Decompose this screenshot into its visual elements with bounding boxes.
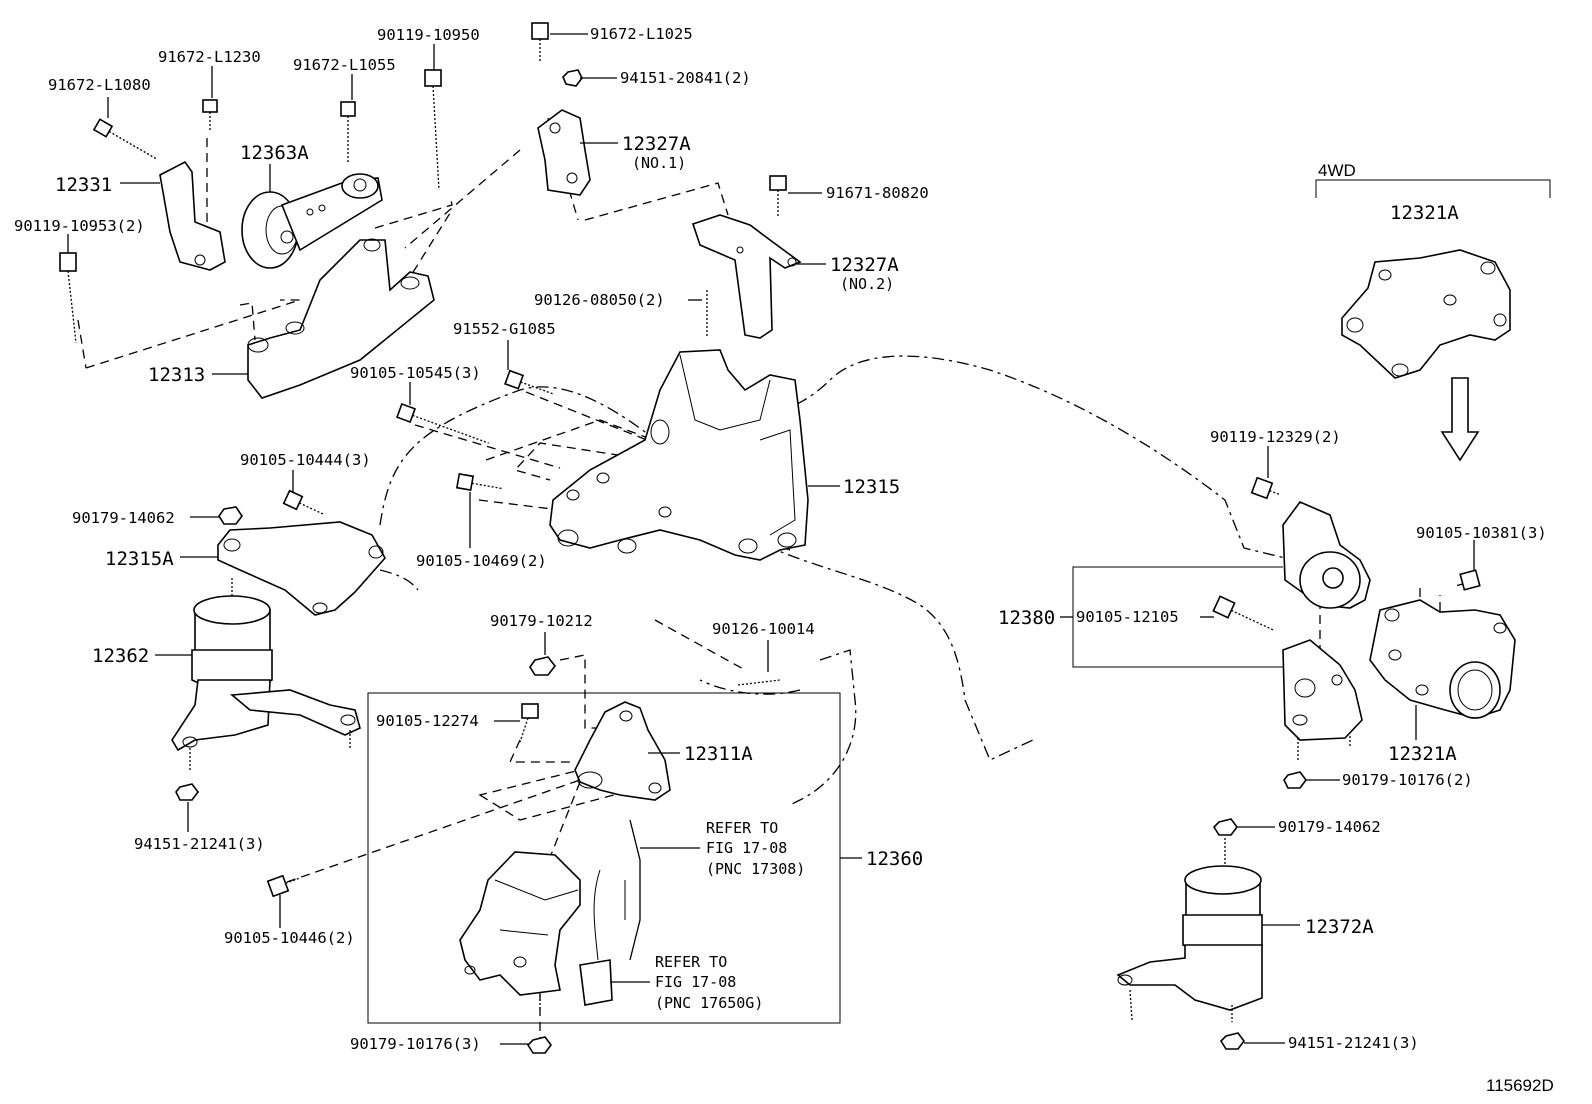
callout-90126-10014: 90126-10014	[712, 620, 815, 638]
callout-91552-G1085: 91552-G1085	[453, 320, 556, 338]
callout-91671-80820: 91671-80820	[826, 184, 929, 202]
callout-12327A-no1-sub: (NO.1)	[632, 154, 686, 172]
callout-90126-08050: 90126-08050(2)	[534, 291, 665, 309]
refer-note-1-line2: FIG 17-08	[706, 839, 787, 857]
refer-note-2-line3: (PNC 17650G)	[655, 994, 763, 1012]
callout-90119-12329: 90119-12329(2)	[1210, 428, 1341, 446]
callout-12363A: 12363A	[240, 142, 309, 164]
callout-12315A: 12315A	[105, 548, 174, 570]
callout-12313: 12313	[148, 364, 205, 386]
leader-lines	[67, 33, 1475, 1045]
callout-12327A-no1: 12327A	[622, 133, 691, 155]
callout-12327A-no2-sub: (NO.2)	[840, 275, 894, 293]
callout-90119-10953: 90119-10953(2)	[14, 217, 145, 235]
callout-12315: 12315	[843, 476, 900, 498]
callout-94151-20841: 94151-20841(2)	[620, 69, 751, 87]
refer-note-1-line3: (PNC 17308)	[706, 860, 805, 878]
callout-91672-L1025: 91672-L1025	[590, 25, 693, 43]
callout-12360: 12360	[866, 848, 923, 870]
callout-90105-12274: 90105-12274	[376, 712, 479, 730]
callout-90105-10444: 90105-10444(3)	[240, 451, 371, 469]
callout-12380: 12380	[998, 607, 1055, 629]
part-illustrations	[59, 22, 1551, 1054]
illustration-id: 115692D	[1486, 1076, 1554, 1095]
callout-94151-21241-left: 94151-21241(3)	[134, 835, 265, 853]
refer-note-1-line1: REFER TO	[706, 819, 778, 837]
callout-90179-14062-right: 90179-14062	[1278, 818, 1381, 836]
callout-90179-10176-2: 90179-10176(2)	[1342, 771, 1473, 789]
refer-note-2-line1: REFER TO	[655, 953, 727, 971]
callout-90105-10446: 90105-10446(2)	[224, 929, 355, 947]
callout-12327A-no2: 12327A	[830, 254, 899, 276]
callout-12321A-top: 12321A	[1390, 202, 1459, 224]
callout-90105-10469: 90105-10469(2)	[416, 552, 547, 570]
callout-90105-12105: 90105-12105	[1076, 608, 1179, 626]
callout-12362: 12362	[92, 645, 149, 667]
callout-90105-10381: 90105-10381(3)	[1416, 524, 1547, 542]
callout-91672-L1080: 91672-L1080	[48, 76, 151, 94]
callout-94151-21241-right: 94151-21241(3)	[1288, 1034, 1419, 1052]
callout-12372A: 12372A	[1305, 916, 1374, 938]
callout-90105-10545: 90105-10545(3)	[350, 364, 481, 382]
callout-90179-10212: 90179-10212	[490, 612, 593, 630]
reference-notes: REFER TO FIG 17-08 (PNC 17308) REFER TO …	[655, 819, 805, 1012]
callout-90179-14062-left: 90179-14062	[72, 509, 175, 527]
callout-12331: 12331	[55, 174, 112, 196]
callout-91672-L1230: 91672-L1230	[158, 48, 261, 66]
part-number-labels: 91672-L1080 91672-L1230 91672-L1055 9011…	[14, 25, 1547, 1053]
callout-12321A-bottom: 12321A	[1388, 743, 1457, 765]
callout-12311A: 12311A	[684, 743, 753, 765]
callout-4wd: 4WD	[1318, 161, 1356, 180]
callout-90119-10950: 90119-10950	[377, 26, 480, 44]
refer-note-2-line2: FIG 17-08	[655, 973, 736, 991]
callout-91672-L1055: 91672-L1055	[293, 56, 396, 74]
callout-90179-10176-3: 90179-10176(3)	[350, 1035, 481, 1053]
